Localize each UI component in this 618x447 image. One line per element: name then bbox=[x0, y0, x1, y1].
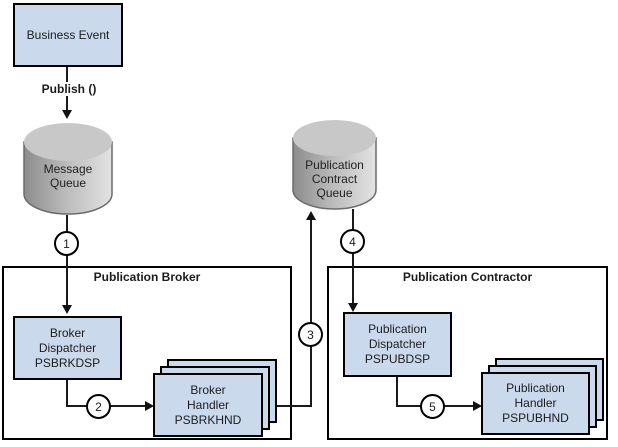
connector-step3-horizontal bbox=[262, 405, 312, 407]
connector-step5-vertical bbox=[396, 377, 398, 407]
publication-handler-box: Publication Handler PSPUBHND bbox=[481, 372, 590, 435]
connector-step1 bbox=[66, 215, 68, 306]
broker-handler-box: Broker Handler PSBRKHND bbox=[153, 373, 263, 437]
arrowhead-step3-up bbox=[306, 211, 316, 220]
publication-contractor-container bbox=[327, 266, 608, 440]
publication-broker-container bbox=[2, 266, 292, 440]
broker-dispatcher-box: Broker Dispatcher PSBRKDSP bbox=[13, 316, 122, 380]
contract-queue-cylinder-top bbox=[293, 120, 376, 156]
arrowhead-step1-down bbox=[62, 305, 72, 314]
step-circle-1: 1 bbox=[54, 231, 79, 256]
publication-broker-title: Publication Broker bbox=[93, 270, 201, 284]
message-queue-cylinder bbox=[23, 123, 113, 215]
step-circle-3: 3 bbox=[298, 322, 323, 347]
business-event-box: Business Event bbox=[13, 3, 123, 67]
publication-contract-queue-cylinder bbox=[292, 120, 377, 210]
arrowhead-publish-down bbox=[62, 110, 72, 119]
step-circle-5: 5 bbox=[420, 394, 445, 419]
connector-step3-vertical bbox=[310, 219, 312, 407]
arrowhead-step4-down bbox=[348, 303, 358, 312]
connector-step2-vertical bbox=[66, 380, 68, 407]
connector-step4 bbox=[352, 209, 354, 304]
publication-dispatcher-box: Publication Dispatcher PSPUBDSP bbox=[343, 312, 452, 377]
arrowhead-step5-right bbox=[473, 401, 482, 411]
message-queue-cylinder-top bbox=[24, 123, 112, 161]
message-queue-label: Message Queue bbox=[43, 162, 93, 190]
step-circle-4: 4 bbox=[340, 229, 365, 254]
publication-contract-queue-label: Publication Contract Queue bbox=[305, 158, 364, 200]
publish-label: Publish () bbox=[17, 82, 121, 96]
publication-contractor-title: Publication Contractor bbox=[402, 270, 533, 284]
step-circle-2: 2 bbox=[86, 394, 111, 419]
arrowhead-step2-right bbox=[145, 401, 154, 411]
